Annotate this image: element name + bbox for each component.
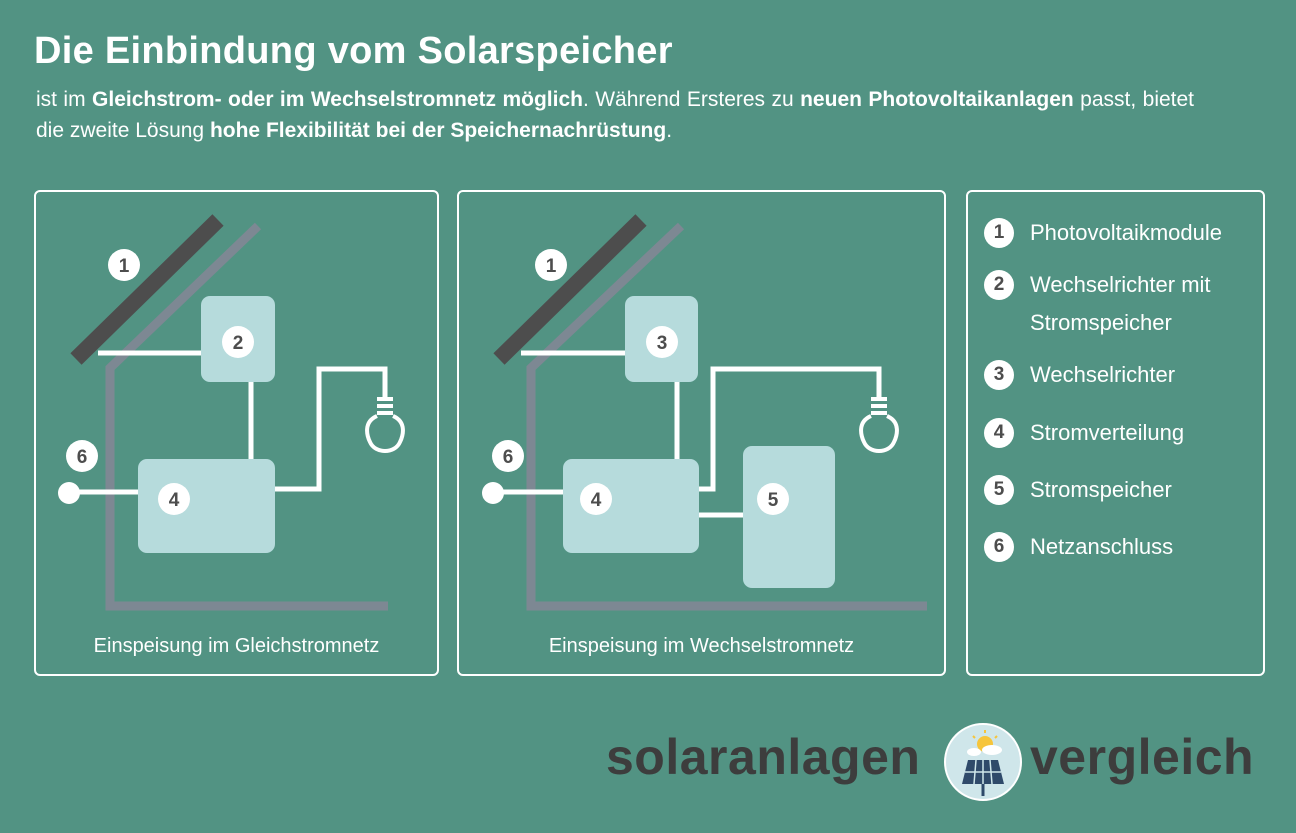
intro-part: . — [666, 119, 673, 142]
legend-item: 6 Netzanschluss — [984, 532, 1254, 566]
legend-label: Wechselrichter mit Stromspeicher — [1030, 272, 1211, 335]
legend-item: 4 Stromverteilung — [984, 418, 1254, 452]
pv-module-icon — [70, 214, 224, 365]
panel-dc-diagram: 1 2 4 6 Einspeisung im Gleichstromnetz — [34, 190, 439, 676]
legend-number: 4 — [984, 418, 1014, 448]
dc-diagram-drawing: 1 2 4 6 — [58, 214, 405, 611]
pv-module-icon — [493, 214, 647, 365]
label-storage: 5 — [768, 490, 779, 511]
page-title: Die Einbindung vom Solarspeicher — [34, 30, 673, 72]
brand-text-right: vergleich — [1030, 729, 1255, 785]
distribution-box — [138, 459, 275, 553]
label-distribution: 4 — [169, 490, 180, 511]
legend-number: 3 — [984, 360, 1014, 390]
intro-part: neuen Photovoltaikanlagen — [800, 88, 1074, 111]
panel-ac-caption: Einspeisung im Wechselstromnetz — [548, 635, 855, 657]
legend-label: Netzanschluss — [1030, 534, 1174, 559]
legend-label: Stromverteilung — [1030, 420, 1185, 445]
legend-label: Photovoltaikmodule — [1030, 220, 1223, 245]
intro-part: Gleichstrom- oder im Wechselstromnetz mö… — [92, 88, 583, 111]
brand-logo: solaranlagen vergleich — [606, 722, 1266, 802]
light-bulb-icon — [365, 397, 405, 453]
legend-item: 1 Photovoltaikmodule — [984, 218, 1254, 252]
legend-label: Stromspeicher — [1030, 477, 1172, 502]
legend-panel: 1 Photovoltaikmodule 2 Wechselrichter mi… — [966, 190, 1265, 676]
label-grid: 6 — [503, 447, 514, 468]
house-outline — [105, 222, 388, 611]
legend-number: 5 — [984, 475, 1014, 505]
legend-item: 5 Stromspeicher — [984, 475, 1254, 509]
storage-box — [743, 446, 835, 588]
intro-text: ist im Gleichstrom- oder im Wechselstrom… — [36, 84, 1194, 146]
intro-part: passt, bietet die zweite Lösung — [36, 88, 1195, 142]
solar-panel-sun-icon — [944, 723, 1022, 801]
label-pv: 1 — [546, 256, 557, 277]
grid-connection-point — [482, 482, 504, 504]
label-distribution: 4 — [591, 490, 602, 511]
distribution-box — [563, 459, 699, 553]
wire-distribution-lamp — [697, 366, 882, 492]
light-bulb-icon — [859, 397, 899, 453]
intro-part: . Während Ersteres zu — [582, 88, 801, 111]
brand-text-left: solaranlagen — [606, 729, 921, 785]
legend-item: 2 Wechselrichter mit Stromspeicher — [984, 270, 1254, 342]
legend-number: 1 — [984, 218, 1014, 248]
panel-ac-diagram: 1 3 4 5 6 Einspeisung im Wechselstromnet… — [457, 190, 946, 676]
legend-label: Wechselrichter — [1030, 362, 1176, 387]
legend-item: 3 Wechselrichter — [984, 360, 1254, 394]
legend-number: 6 — [984, 532, 1014, 562]
wire-distribution-lamp — [274, 366, 388, 492]
panel-dc-caption: Einspeisung im Gleichstromnetz — [93, 635, 380, 657]
intro-part: ist im — [36, 88, 93, 111]
legend-number: 2 — [984, 270, 1014, 300]
ac-diagram-drawing: 1 3 4 5 6 — [482, 214, 927, 611]
grid-connection-point — [58, 482, 80, 504]
label-inverter: 3 — [657, 333, 668, 354]
label-inverter: 2 — [233, 333, 244, 354]
intro-part: hohe Flexibilität bei der Speichernachrü… — [209, 119, 667, 142]
label-grid: 6 — [77, 447, 88, 468]
house-outline — [526, 222, 927, 611]
label-pv: 1 — [119, 256, 130, 277]
